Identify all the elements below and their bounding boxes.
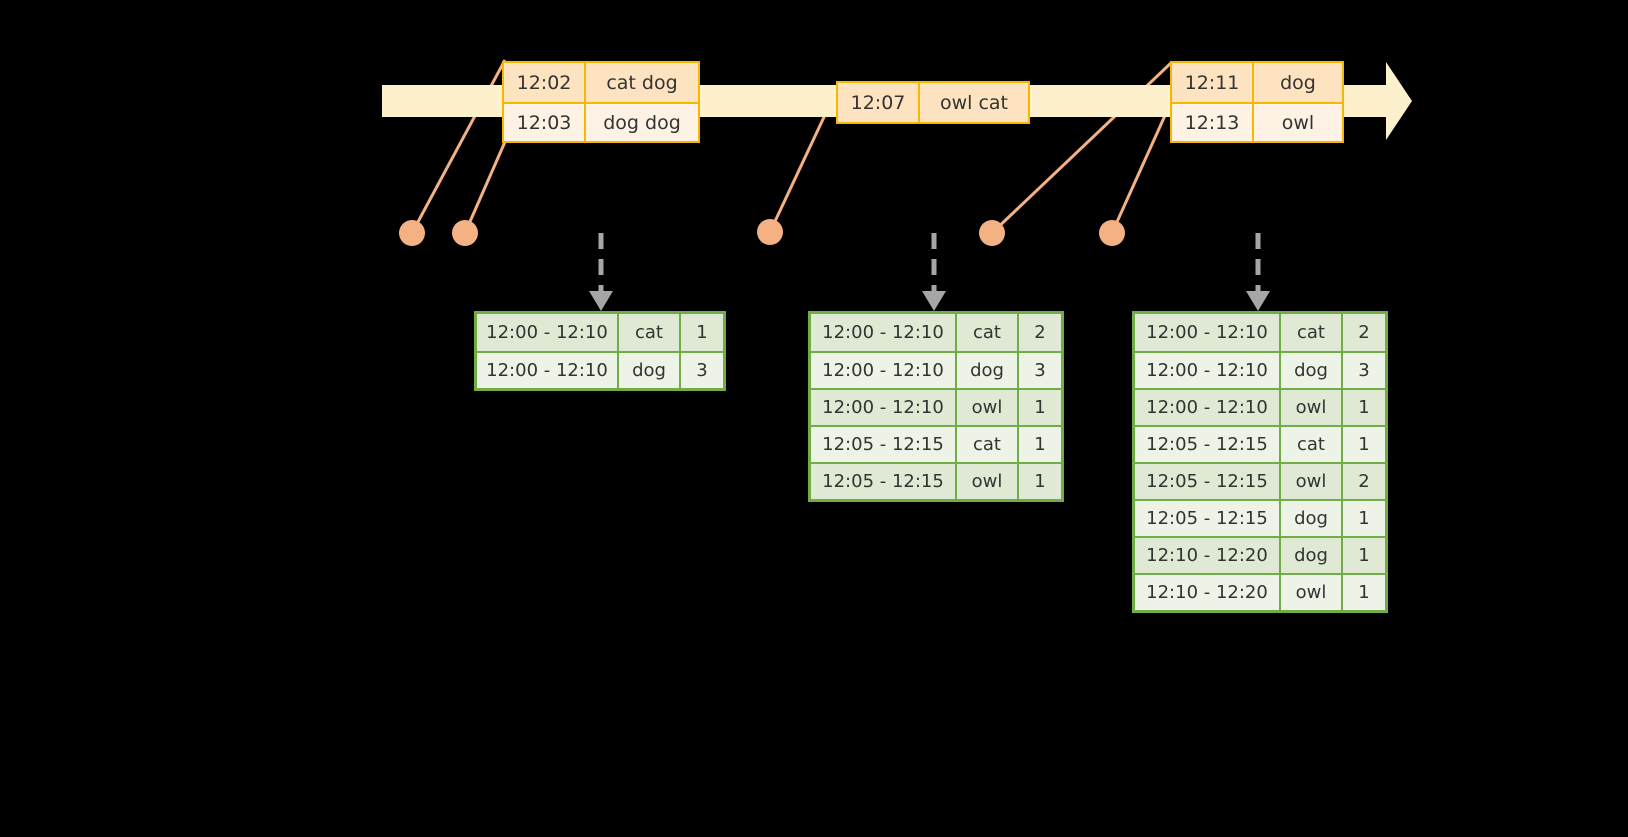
marker-dot-2	[452, 220, 478, 246]
table-row: 12:00 - 12:10 owl 1	[811, 388, 1061, 425]
cell-count: 3	[1358, 360, 1370, 381]
cell-window: 12:00 - 12:10	[811, 353, 957, 388]
marker-dot-5	[1099, 220, 1125, 246]
cell-window: 12:00 - 12:10	[1135, 314, 1281, 351]
cell-count: 1	[1358, 545, 1370, 566]
dashed-arrow-2	[922, 233, 946, 311]
connector-line-5	[1110, 99, 1174, 234]
cell-word: cat	[957, 427, 1019, 462]
cell-word: owl	[957, 390, 1019, 425]
event-words: owl cat	[939, 91, 1009, 114]
cell-word: dog	[1281, 538, 1343, 573]
cell-window: 12:00 - 12:10	[477, 314, 619, 351]
event-time: 12:13	[1172, 104, 1254, 141]
cell-count: 2	[1034, 322, 1046, 343]
cell-word: dog	[619, 353, 681, 388]
cell-count: 3	[1034, 360, 1046, 381]
marker-dot-3	[757, 219, 783, 245]
cell-window: 12:00 - 12:10	[1135, 390, 1281, 425]
table-row: 12:05 - 12:15 owl 2	[1135, 462, 1385, 499]
cell-count: 2	[1358, 322, 1370, 343]
event-row: 12:02 cat dog	[504, 63, 698, 102]
event-row: 12:13 owl	[1172, 102, 1342, 141]
marker-dot-4	[979, 220, 1005, 246]
table-row: 12:00 - 12:10 dog 3	[811, 351, 1061, 388]
cell-word: cat	[1281, 314, 1343, 351]
dashed-arrow-3	[1246, 233, 1270, 311]
event-row: 12:03 dog dog	[504, 102, 698, 141]
cell-word: owl	[1281, 575, 1343, 610]
cell-count: 1	[1358, 508, 1370, 529]
cell-window: 12:00 - 12:10	[477, 353, 619, 388]
cell-window: 12:05 - 12:15	[1135, 427, 1281, 462]
event-time: 12:11	[1172, 63, 1254, 102]
table-row: 12:10 - 12:20 dog 1	[1135, 536, 1385, 573]
event-row: 12:07 owl cat	[838, 83, 1028, 122]
cell-word: owl	[1281, 390, 1343, 425]
event-box-1: 12:02 cat dog 12:03 dog dog	[502, 61, 700, 143]
event-box-2: 12:07 owl cat	[836, 81, 1030, 124]
table-row: 12:05 - 12:15 cat 1	[811, 425, 1061, 462]
cell-window: 12:00 - 12:10	[811, 314, 957, 351]
cell-count: 3	[696, 360, 708, 381]
cell-count: 2	[1358, 471, 1370, 492]
cell-word: dog	[1281, 353, 1343, 388]
cell-window: 12:05 - 12:15	[1135, 464, 1281, 499]
marker-dot-1	[399, 220, 425, 246]
event-words: cat dog	[606, 71, 678, 94]
cell-count: 1	[1034, 471, 1046, 492]
cell-word: dog	[957, 353, 1019, 388]
dashed-arrow-1	[589, 233, 613, 311]
connector-line-2	[463, 134, 510, 234]
event-words: dog dog	[603, 111, 681, 134]
cell-window: 12:00 - 12:10	[1135, 353, 1281, 388]
event-words: dog	[1280, 71, 1316, 94]
cell-word: cat	[619, 314, 681, 351]
cell-word: dog	[1281, 501, 1343, 536]
result-table-2: 12:00 - 12:10 cat 2 12:00 - 12:10 dog 3 …	[808, 311, 1064, 502]
cell-count: 1	[1034, 397, 1046, 418]
result-table-3: 12:00 - 12:10 cat 2 12:00 - 12:10 dog 3 …	[1132, 311, 1388, 613]
event-row: 12:11 dog	[1172, 63, 1342, 102]
table-row: 12:00 - 12:10 cat 2	[1135, 314, 1385, 351]
table-row: 12:05 - 12:15 dog 1	[1135, 499, 1385, 536]
cell-count: 1	[1358, 397, 1370, 418]
cell-window: 12:05 - 12:15	[811, 427, 957, 462]
cell-count: 1	[1358, 434, 1370, 455]
event-time: 12:03	[504, 104, 586, 141]
table-row: 12:00 - 12:10 owl 1	[1135, 388, 1385, 425]
cell-count: 1	[1034, 434, 1046, 455]
cell-count: 1	[1358, 582, 1370, 603]
table-row: 12:00 - 12:10 dog 3	[477, 351, 723, 388]
table-row: 12:05 - 12:15 cat 1	[1135, 425, 1385, 462]
event-time: 12:02	[504, 63, 586, 102]
cell-count: 1	[696, 322, 708, 343]
cell-window: 12:10 - 12:20	[1135, 538, 1281, 573]
result-table-1: 12:00 - 12:10 cat 1 12:00 - 12:10 dog 3	[474, 311, 726, 391]
event-box-3: 12:11 dog 12:13 owl	[1170, 61, 1344, 143]
table-row: 12:10 - 12:20 owl 1	[1135, 573, 1385, 610]
table-row: 12:00 - 12:10 dog 3	[1135, 351, 1385, 388]
cell-window: 12:05 - 12:15	[1135, 501, 1281, 536]
cell-word: cat	[1281, 427, 1343, 462]
cell-window: 12:10 - 12:20	[1135, 575, 1281, 610]
cell-word: cat	[957, 314, 1019, 351]
table-row: 12:05 - 12:15 owl 1	[811, 462, 1061, 499]
cell-window: 12:05 - 12:15	[811, 464, 957, 499]
table-row: 12:00 - 12:10 cat 1	[477, 314, 723, 351]
event-time: 12:07	[838, 83, 920, 122]
cell-window: 12:00 - 12:10	[811, 390, 957, 425]
table-row: 12:00 - 12:10 cat 2	[811, 314, 1061, 351]
cell-word: owl	[957, 464, 1019, 499]
cell-word: owl	[1281, 464, 1343, 499]
event-words: owl	[1281, 111, 1315, 134]
